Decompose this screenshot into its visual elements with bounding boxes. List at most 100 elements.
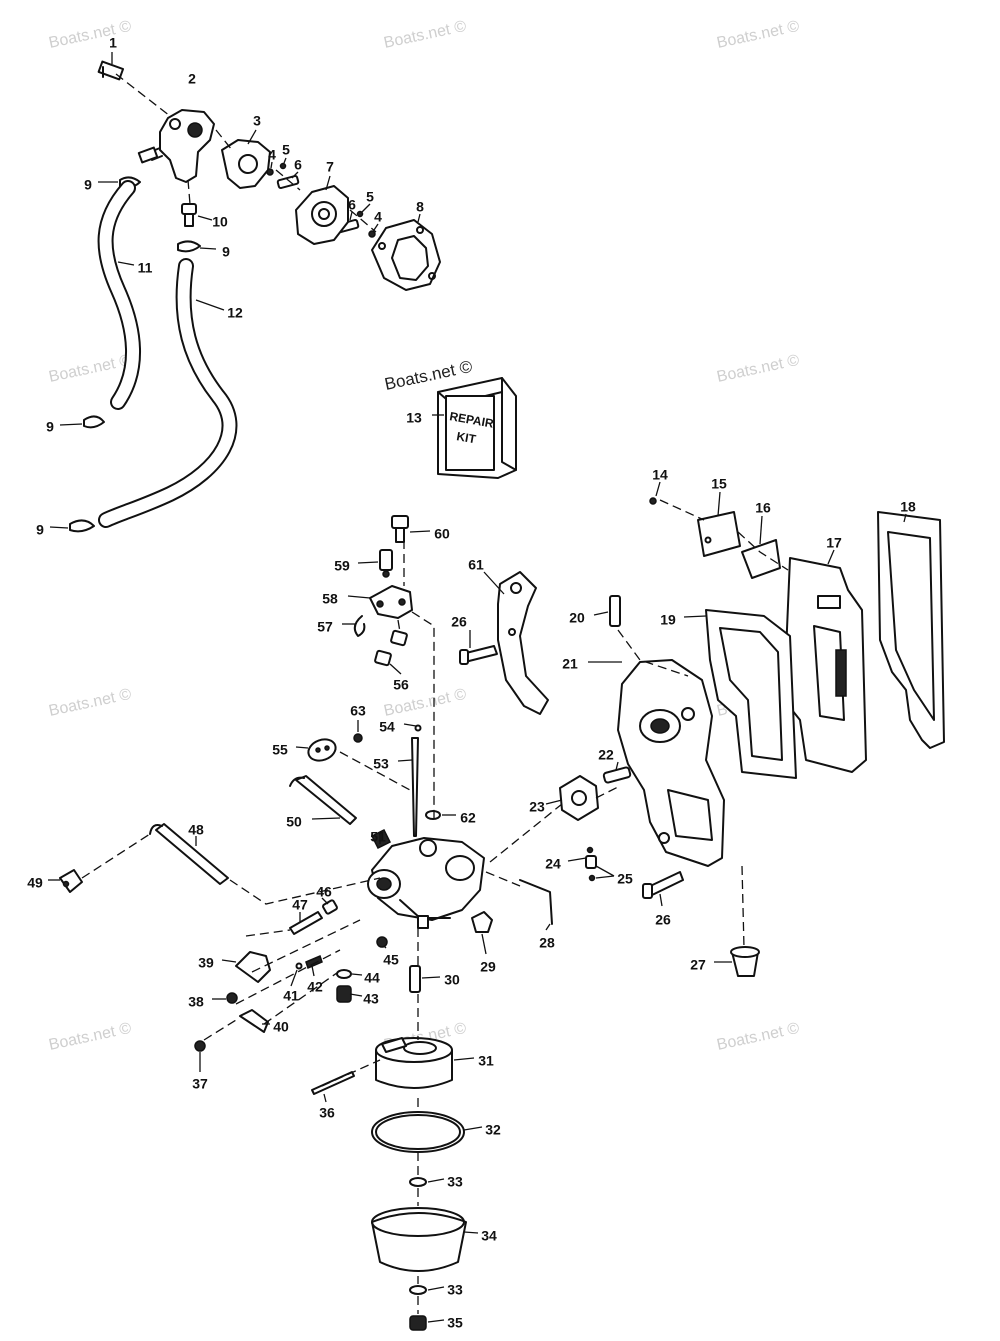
- callout-number: 11: [138, 260, 153, 276]
- callout-number: 38: [188, 994, 204, 1010]
- watermark-text: Boats.net ©: [715, 18, 801, 52]
- callout-number: 26: [451, 614, 467, 630]
- part-27-grommet: [730, 946, 760, 977]
- callout-number: 6: [294, 157, 302, 173]
- watermark-text: Boats.net ©: [47, 18, 133, 52]
- callout-number: 29: [480, 959, 496, 975]
- part-58-throttle-cam: [369, 585, 413, 619]
- callout-number: 46: [316, 884, 332, 900]
- part-17-reed-plate: [783, 557, 867, 773]
- callout-number: 27: [690, 957, 706, 973]
- callout-number: 53: [373, 756, 389, 772]
- callout-number: 31: [478, 1053, 494, 1069]
- callout-number: 37: [192, 1076, 208, 1092]
- part-32-bowl-gasket: [371, 1111, 465, 1153]
- callout-number: 9: [46, 419, 54, 435]
- callout-number: 34: [481, 1228, 497, 1244]
- callout-number: 22: [598, 747, 614, 763]
- watermark-text: Boats.net ©: [47, 686, 133, 720]
- part-34-float-bowl: [371, 1207, 467, 1272]
- part-10-fitting: [181, 203, 197, 227]
- callout-number: 9: [84, 177, 92, 193]
- callout-number: 33: [447, 1282, 463, 1298]
- callout-number: 54: [379, 719, 395, 735]
- part-43-44-jet-washer: [336, 969, 352, 1003]
- callout-number: 4: [374, 209, 382, 225]
- callout-number: 62: [460, 810, 476, 826]
- part-23-flange-gasket: [559, 775, 599, 821]
- callout-number: 30: [444, 972, 460, 988]
- callout-number: 7: [326, 159, 334, 175]
- callout-number: 6: [348, 197, 356, 213]
- kit-box-line2: KIT: [455, 429, 477, 446]
- callout-number: 1: [109, 35, 117, 51]
- callout-number: 2: [188, 71, 196, 87]
- callout-number: 35: [447, 1315, 463, 1331]
- part-21-intake-manifold: [617, 659, 725, 867]
- callout-number: 20: [569, 610, 585, 626]
- part-24-25-pins: [585, 846, 597, 882]
- callout-number: 19: [660, 612, 676, 628]
- part-55-throttle-plate: [307, 738, 337, 762]
- part-56-nuts: [374, 629, 408, 667]
- watermark-text: Boats.net ©: [47, 1020, 133, 1054]
- part-62-plug: [425, 810, 441, 820]
- part-28-link: [519, 879, 553, 925]
- callout-number: 26: [655, 912, 671, 928]
- part-18-gasket: [877, 511, 945, 749]
- part-37-screw: [194, 1040, 206, 1052]
- callout-number: 50: [286, 814, 302, 830]
- part-11-fuel-hose: [97, 180, 141, 410]
- callout-number: 43: [363, 991, 379, 1007]
- callout-number: 13: [406, 410, 422, 426]
- part-12-fuel-hose: [98, 258, 238, 528]
- part-48-choke-shaft: [149, 823, 229, 885]
- part-22-stud: [602, 766, 632, 784]
- callout-number: 39: [198, 955, 214, 971]
- part-63-screw: [353, 733, 363, 743]
- part-33-washer-upper: [409, 1177, 427, 1187]
- part-35-bowl-screw: [409, 1315, 427, 1331]
- part-8-pump-gasket: [371, 219, 441, 291]
- callout-number: 21: [562, 656, 578, 672]
- callout-number: 3: [253, 113, 261, 129]
- part-41-42-spring-ball: [295, 954, 323, 970]
- callout-number: 55: [272, 742, 288, 758]
- callout-number: 8: [416, 199, 424, 215]
- callout-number: 56: [393, 677, 409, 693]
- part-29-nut: [471, 911, 493, 933]
- callout-number: 42: [307, 979, 323, 995]
- callout-number: 48: [188, 822, 204, 838]
- watermark-text: Boats.net ©: [715, 352, 801, 386]
- callout-number: 49: [27, 875, 43, 891]
- part-20-dowel-pin: [609, 595, 621, 627]
- callout-number: 14: [652, 467, 668, 483]
- callout-number: 24: [545, 856, 561, 872]
- part-33-washer-lower: [409, 1285, 427, 1295]
- part-61-bracket: [497, 571, 549, 715]
- watermark-text: Boats.net ©: [715, 1020, 801, 1054]
- callout-number: 51: [370, 829, 386, 845]
- part-54-53-needle: [411, 724, 422, 837]
- part-38-screw: [226, 992, 238, 1004]
- part-50-throttle-shaft: [289, 775, 357, 825]
- callout-number: 4: [268, 147, 276, 163]
- callout-number: 28: [539, 935, 555, 951]
- part-36-float-pin: [311, 1071, 355, 1095]
- callout-number: 33: [447, 1174, 463, 1190]
- part-19-gasket: [705, 609, 797, 779]
- callout-number: 25: [617, 871, 633, 887]
- callout-number: 36: [319, 1105, 335, 1121]
- callout-number: 41: [283, 988, 299, 1004]
- callout-number: 44: [364, 970, 380, 986]
- part-7-pump-cover: [295, 185, 349, 245]
- callout-number: 17: [826, 535, 842, 551]
- part-57-clip: [353, 615, 366, 637]
- part-14-screw: [649, 497, 657, 505]
- callout-number: 10: [212, 214, 228, 230]
- callout-number: 61: [468, 557, 484, 573]
- watermark-text: Boats.net ©: [382, 18, 468, 52]
- part-39-float-bowl-cover: [235, 951, 271, 983]
